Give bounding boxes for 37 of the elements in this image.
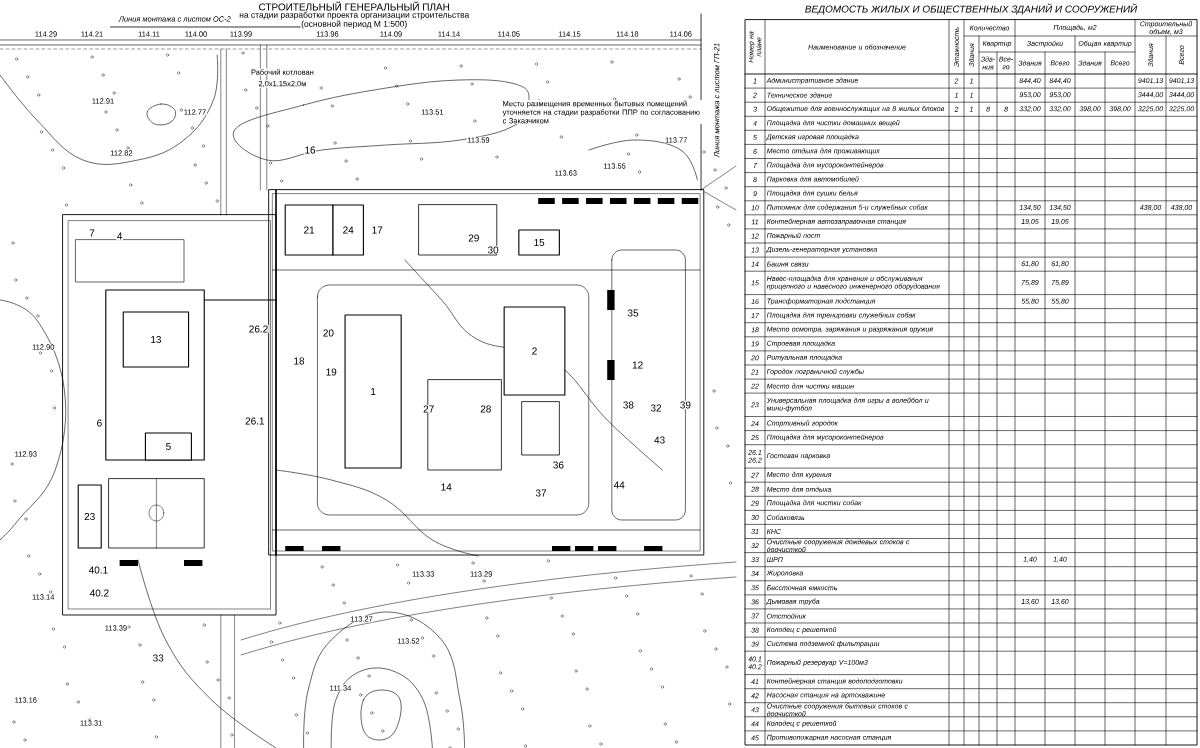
subtitle: (основной период М 1:500) bbox=[300, 19, 408, 30]
building-outline: 1 bbox=[344, 314, 402, 469]
callout-number: 18 bbox=[292, 356, 306, 366]
callout-number: 40.1 bbox=[88, 565, 109, 575]
callout-number: 14 bbox=[440, 482, 453, 491]
callout-number: 20 bbox=[322, 328, 335, 338]
table-title: ВЕДОМОСТЬ ЖИЛЫХ И ОБЩЕСТВЕННЫХ ЗДАНИЙ И СООРУЖЕНИЙ bbox=[805, 3, 1138, 15]
callout-number: 40.2 bbox=[89, 588, 110, 598]
callout-number: 36 bbox=[552, 460, 565, 470]
building-outline: 23 bbox=[77, 484, 102, 549]
callout-number: 12 bbox=[631, 360, 644, 370]
building-outline: 5 bbox=[144, 432, 192, 461]
callout-number: 30 bbox=[486, 245, 500, 255]
callout-number: 6 bbox=[96, 418, 103, 428]
callout-number: 32 bbox=[649, 403, 663, 413]
callout-number: 38 bbox=[622, 400, 635, 410]
callout-number: 7 bbox=[88, 228, 96, 238]
callout-number: 28 bbox=[479, 404, 492, 414]
callout-number: 44 bbox=[613, 480, 626, 489]
building-outline: 21 bbox=[284, 204, 334, 256]
building-outline: 13 bbox=[122, 311, 190, 368]
callout-number: 43 bbox=[653, 435, 666, 445]
title: СТРОИТЕЛЬНЫЙ ГЕНЕРАЛЬНЫЙ ПЛАН bbox=[259, 1, 450, 11]
callout-number: 26.1 bbox=[244, 416, 266, 426]
building-outline: 24 bbox=[332, 204, 364, 256]
callout-number: 33 bbox=[152, 653, 165, 663]
callout-number: 26.2 bbox=[248, 324, 269, 334]
callout-number: 37 bbox=[534, 488, 548, 498]
callout-number: 29 bbox=[467, 233, 480, 243]
building-outline: 15 bbox=[518, 229, 560, 256]
callout-number: 35 bbox=[626, 308, 640, 318]
subtitle: на стадии разработки проекта организации строительства bbox=[238, 10, 470, 21]
callout-number: 27 bbox=[422, 404, 435, 414]
callout-number: 39 bbox=[679, 400, 692, 410]
building-outline: 2 bbox=[503, 306, 566, 396]
callout-number: 16 bbox=[303, 145, 317, 155]
callout-number: 4 bbox=[116, 231, 123, 241]
